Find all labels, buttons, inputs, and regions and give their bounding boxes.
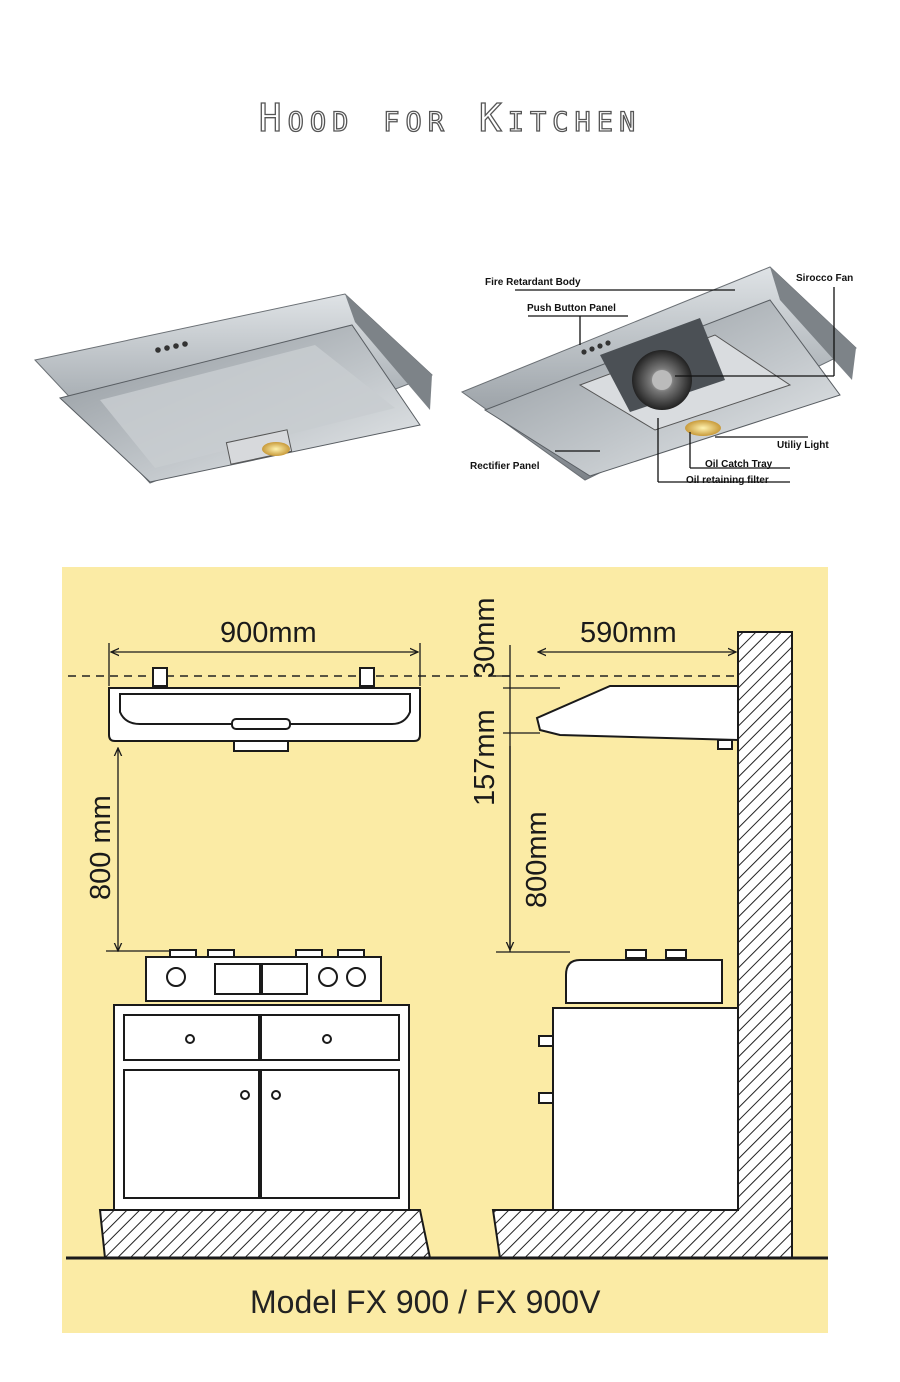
page-title: Hood for Kitchen: [258, 95, 642, 140]
front-view-stove: [145, 949, 382, 1002]
side-view-stove-cabinet: [538, 949, 739, 1211]
push-button-panel: [155, 341, 188, 353]
label-fire-retardant-body: Fire Retardant Body: [485, 277, 581, 288]
front-dimension-lines: [106, 643, 421, 951]
hood-product-illustration: [34, 293, 433, 484]
label-push-button-panel: Push Button Panel: [527, 303, 616, 314]
dimension-width: 900mm: [220, 617, 317, 649]
model-caption: Model FX 900 / FX 900V: [250, 1284, 601, 1320]
side-view-hood: [535, 685, 739, 750]
front-floor: [98, 1209, 432, 1259]
label-utility-light: Utiliy Light: [777, 440, 829, 451]
label-sirocco-fan: Sirocco Fan: [796, 273, 853, 284]
front-view-cabinet: [113, 1004, 410, 1211]
callout-leader-lines: [515, 287, 835, 483]
label-oil-catch-tray: Oil Catch Tray: [705, 459, 773, 470]
label-rectifier-panel: Rectifier Panel: [470, 461, 540, 472]
utility-light-icon: [685, 420, 721, 436]
front-view-hood: [108, 667, 421, 752]
dimension-front-clearance: 800 mm: [85, 795, 117, 900]
dimension-top-gap: 30mm: [469, 597, 501, 678]
side-dimension-lines: [493, 645, 736, 953]
dimension-depth: 590mm: [580, 617, 677, 649]
dimension-side-clearance: 800mm: [521, 811, 553, 908]
dimension-hood-height: 157mm: [469, 709, 501, 806]
label-oil-retaining-filter: Oil retaining filter: [686, 475, 769, 486]
